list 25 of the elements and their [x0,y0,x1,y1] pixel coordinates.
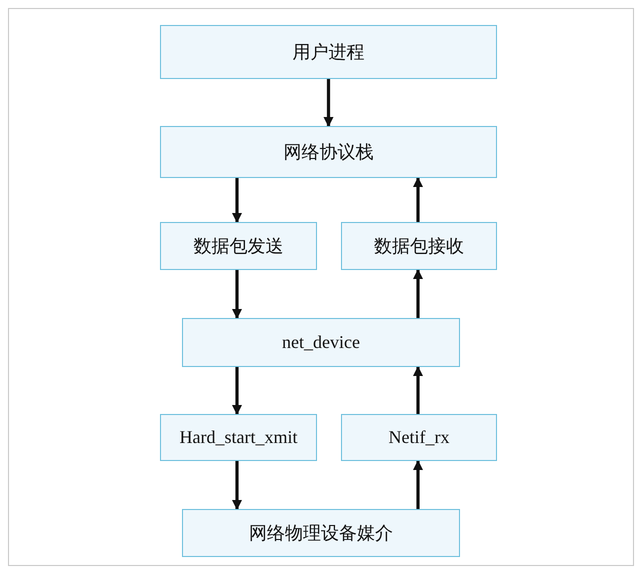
arrow [232,367,242,416]
arrow [412,268,424,318]
arrow [232,178,242,224]
process-box [160,25,497,79]
arrow [232,270,242,320]
box-label: 网络协议栈 [284,141,374,164]
arrow [412,366,424,414]
arrow [412,176,424,222]
process-box [341,222,497,270]
process-box [160,126,497,178]
box-label: 网络物理设备媒介 [249,522,393,545]
arrow [412,460,424,509]
box-label: 用户进程 [292,41,364,64]
arrow [232,461,242,510]
arrow [323,79,334,128]
box-label: net_device [282,332,360,353]
box-label: Netif_rx [388,427,450,448]
box-label: 数据包接收 [374,235,464,258]
process-box [160,222,317,270]
process-box [182,318,460,367]
box-label: 数据包发送 [194,235,284,258]
process-box [341,414,497,461]
box-label: Hard_start_xmit [180,427,298,448]
process-box [182,509,460,557]
process-box [160,414,317,461]
